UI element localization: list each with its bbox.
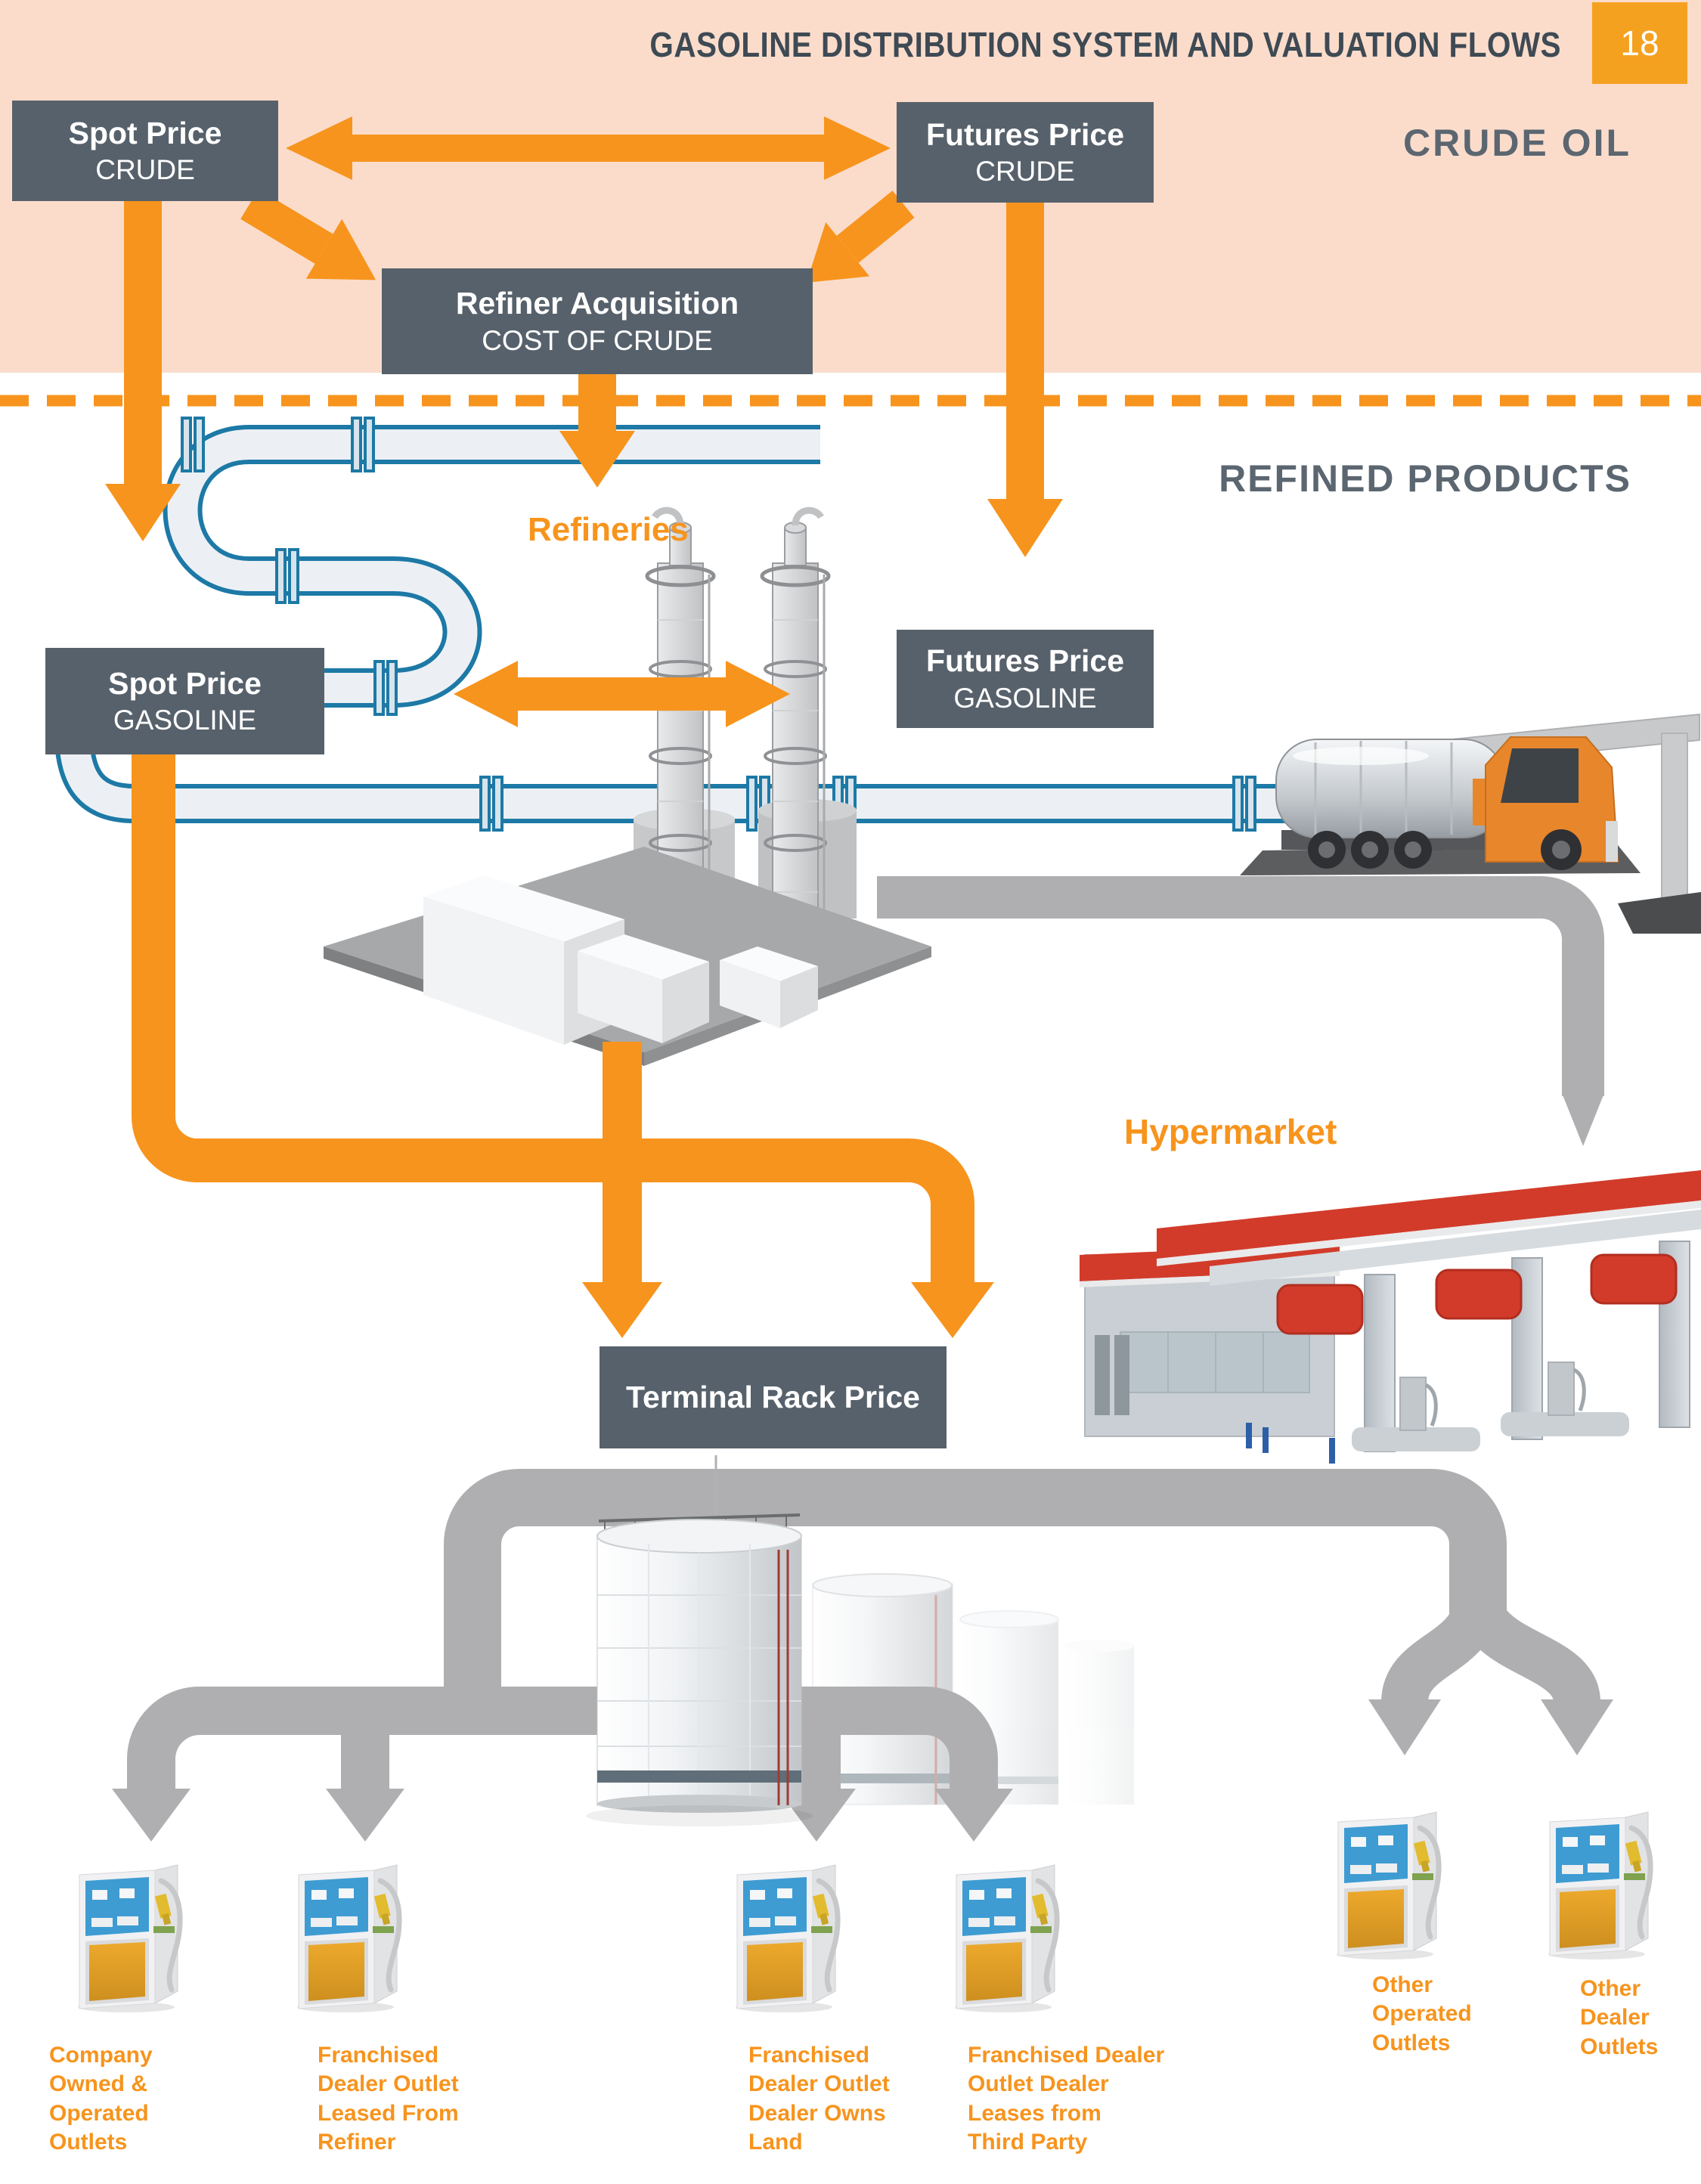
pump-franchised-owns-land (736, 1865, 838, 2012)
node-line2: COST OF CRUDE (482, 324, 713, 356)
node-line1: Futures Price (925, 643, 1125, 679)
node-line2: GASOLINE (113, 705, 257, 736)
node-refiner-acquisition: Refiner Acquisition COST OF CRUDE (382, 268, 813, 374)
node-line2: GASOLINE (953, 682, 1097, 714)
label-refineries: Refineries (528, 511, 689, 548)
flow-refinery-to-terminal (582, 1042, 662, 1338)
arrow-spot-futures-crude (286, 116, 891, 180)
arrow-spot-futures-gasoline (454, 661, 790, 727)
node-terminal-rack-price: Terminal Rack Price (600, 1346, 947, 1448)
pump-company-owned (78, 1865, 180, 2012)
outlet-label-franchised-third-party: Franchised Dealer Outlet Dealer Leases f… (968, 2043, 1165, 2155)
node-line1: Futures Price (925, 116, 1125, 152)
node-line2: CRUDE (95, 154, 195, 185)
node-spot-price-crude: Spot Price CRUDE (12, 101, 278, 201)
pipeline (54, 417, 1383, 832)
section-label-crude-oil: CRUDE OIL (1403, 122, 1631, 164)
page-title: GASOLINE DISTRIBUTION SYSTEM AND VALUATI… (649, 25, 1561, 64)
pump-franchised-third-party (955, 1865, 1057, 2012)
tanker-truck-illustration (1240, 713, 1701, 934)
node-line1: Terminal Rack Price (626, 1379, 920, 1414)
storage-tank-illustration (586, 1455, 813, 1826)
node-line1: Spot Price (108, 665, 262, 701)
arrow-futures-crude-down (987, 201, 1063, 557)
arrow-spot-crude-to-refiner (240, 189, 376, 280)
hypermarket-illustration (1080, 1170, 1701, 1464)
section-label-refined-products: REFINED PRODUCTS (1219, 457, 1631, 500)
pump-franchised-leased (297, 1865, 399, 2012)
flow-spot-gasoline-to-terminal (132, 753, 974, 1285)
pipe-flanges (181, 417, 1256, 832)
refinery-illustration (324, 507, 931, 1066)
valuation-arrows-gasoline (132, 661, 994, 1338)
pump-other-operated (1337, 1812, 1439, 1959)
arrow-futures-crude-to-refiner (806, 191, 915, 283)
flow-refinery-to-hypermarket (877, 876, 1604, 1146)
node-futures-price-crude: Futures Price CRUDE (897, 102, 1154, 203)
flow-terminal-distribution (112, 1469, 1613, 1842)
arrow-spot-crude-down (105, 198, 181, 541)
page-number-badge: 18 (1592, 2, 1687, 84)
outlet-label-company-owned: Company Owned & Operated Outlets (49, 2043, 153, 2155)
node-line2: CRUDE (975, 156, 1075, 187)
pump-other-dealer (1548, 1812, 1650, 1959)
outlet-label-franchised-owns-land: Franchised Dealer Outlet Dealer Owns Lan… (748, 2043, 890, 2155)
label-hypermarket: Hypermarket (1124, 1112, 1337, 1151)
outlet-label-other-operated: Other Operated Outlets (1372, 1972, 1472, 2055)
refinery-buildings (423, 875, 818, 1045)
node-line1: Spot Price (68, 115, 222, 150)
valuation-arrows-crude (105, 116, 1063, 557)
node-spot-price-gasoline: Spot Price GASOLINE (45, 648, 324, 754)
outlet-label-other-dealer: Other Dealer Outlets (1580, 1976, 1659, 2059)
outlet-label-franchised-leased-refiner: Franchised Dealer Outlet Leased From Ref… (318, 2043, 459, 2155)
crude-oil-section-background (0, 0, 1701, 373)
node-line1: Refiner Acquisition (455, 286, 739, 321)
arrow-refiner-acquisition-down (559, 369, 635, 488)
node-futures-price-gasoline: Futures Price GASOLINE (897, 630, 1154, 728)
